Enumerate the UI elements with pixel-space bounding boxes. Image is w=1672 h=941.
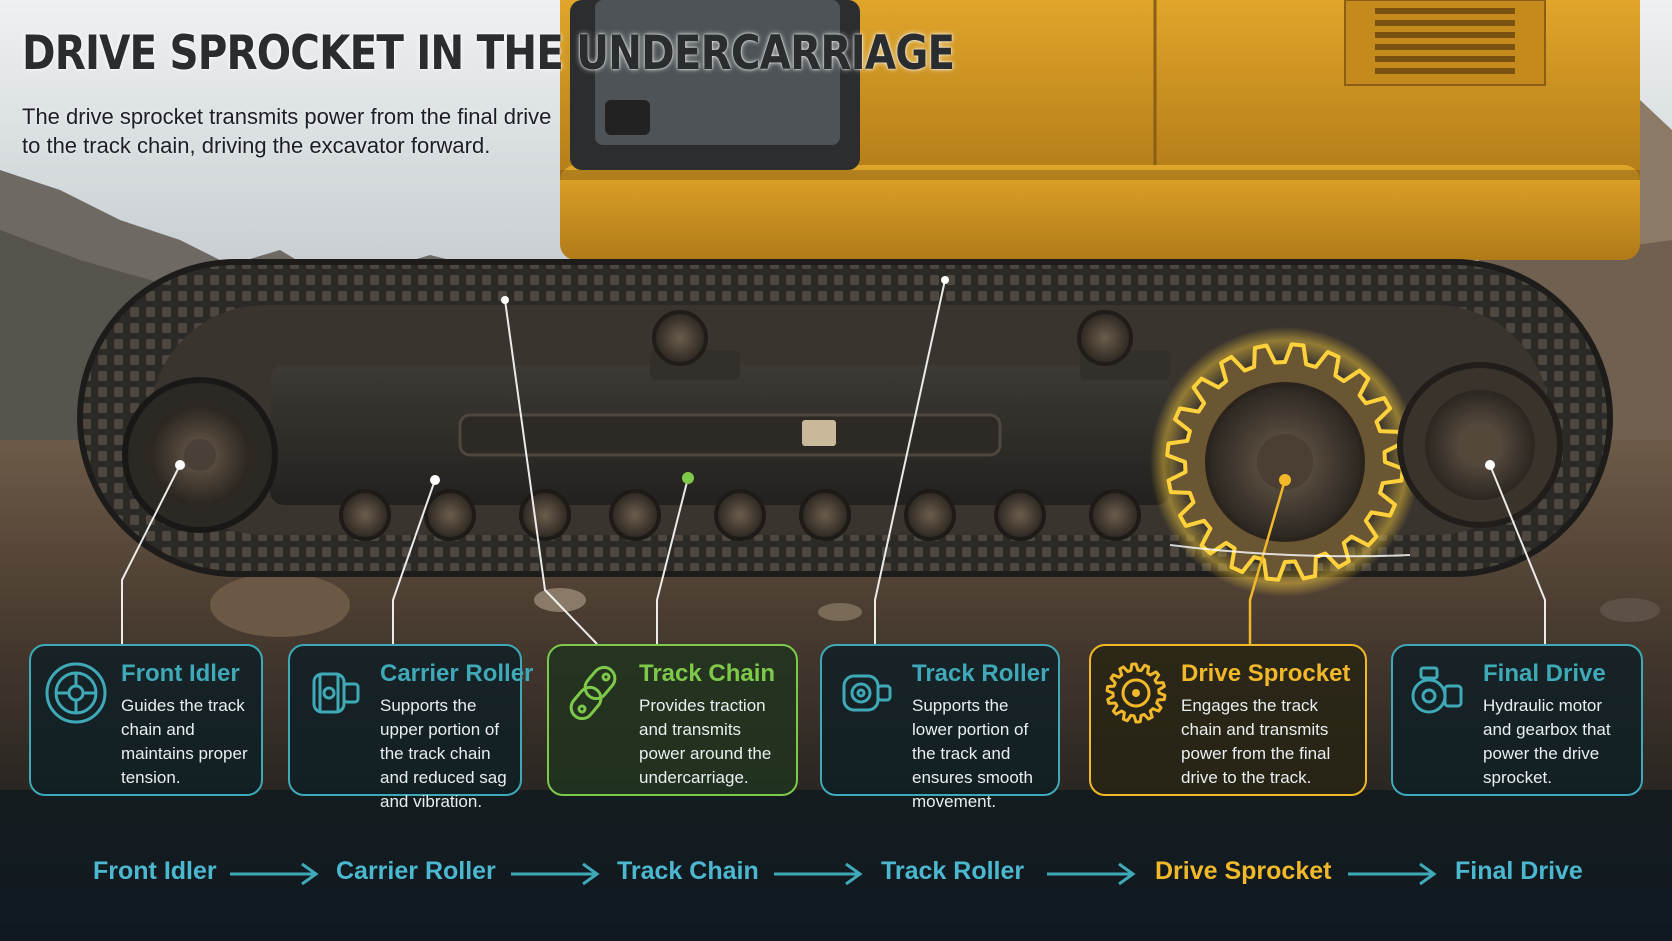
flow-step-track-chain: Track Chain [617, 857, 759, 885]
arrow-right-icon [774, 862, 863, 886]
arrow-right-icon [230, 862, 319, 886]
card-title: Front Idler [121, 660, 240, 687]
arrow-right-icon [511, 862, 600, 886]
chain-link-icon [569, 665, 617, 721]
arrow-right-icon [1348, 862, 1437, 886]
card-title: Drive Sprocket [1181, 660, 1351, 687]
flow-step-track-roller: Track Roller [881, 857, 1025, 885]
carrier-roller-icon [312, 672, 360, 714]
final-drive-motor-icon [1411, 666, 1463, 714]
idler-wheel-icon [45, 662, 107, 724]
card-title: Final Drive [1483, 660, 1606, 687]
card-title: Carrier Roller [380, 660, 534, 687]
card-drive-sprocket: Drive Sprocket Engages the track chain a… [1089, 644, 1367, 796]
card-description: Supports the lower portion of the track … [912, 696, 1033, 811]
track-roller-icon [842, 674, 892, 712]
page-subtitle: The drive sprocket transmits power from … [22, 104, 552, 158]
card-carrier-roller: Carrier Roller Supports the upper portio… [288, 644, 533, 811]
card-description: Hydraulic motor and gearbox that power t… [1483, 696, 1611, 787]
card-track-chain: Track Chain Provides traction and transm… [547, 644, 798, 796]
arrow-right-icon [1047, 862, 1136, 886]
flow-step-drive-sprocket: Drive Sprocket [1155, 857, 1332, 885]
card-description: Engages the track chain and transmits po… [1181, 696, 1331, 787]
card-title: Track Chain [639, 660, 776, 687]
card-front-idler: Front Idler Guides the track chain and m… [29, 644, 263, 796]
card-description: Guides the track chain and maintains pro… [121, 696, 248, 787]
power-flow-strip: Front Idler Carrier Roller Track Chain T… [0, 857, 1672, 891]
page-title: DRIVE SPROCKET IN THE UNDERCARRIAGE [22, 26, 955, 81]
card-description: Provides traction and transmits power ar… [639, 696, 772, 787]
flow-step-front-idler: Front Idler [93, 857, 217, 885]
card-title: Track Roller [912, 660, 1050, 687]
card-track-roller: Track Roller Supports the lower portion … [820, 644, 1060, 811]
flow-step-carrier-roller: Carrier Roller [336, 857, 496, 885]
card-description: Supports the upper portion of the track … [380, 696, 507, 811]
card-final-drive: Final Drive Hydraulic motor and gearbox … [1391, 644, 1643, 796]
sprocket-gear-icon [1105, 662, 1167, 724]
flow-step-final-drive: Final Drive [1455, 857, 1583, 885]
